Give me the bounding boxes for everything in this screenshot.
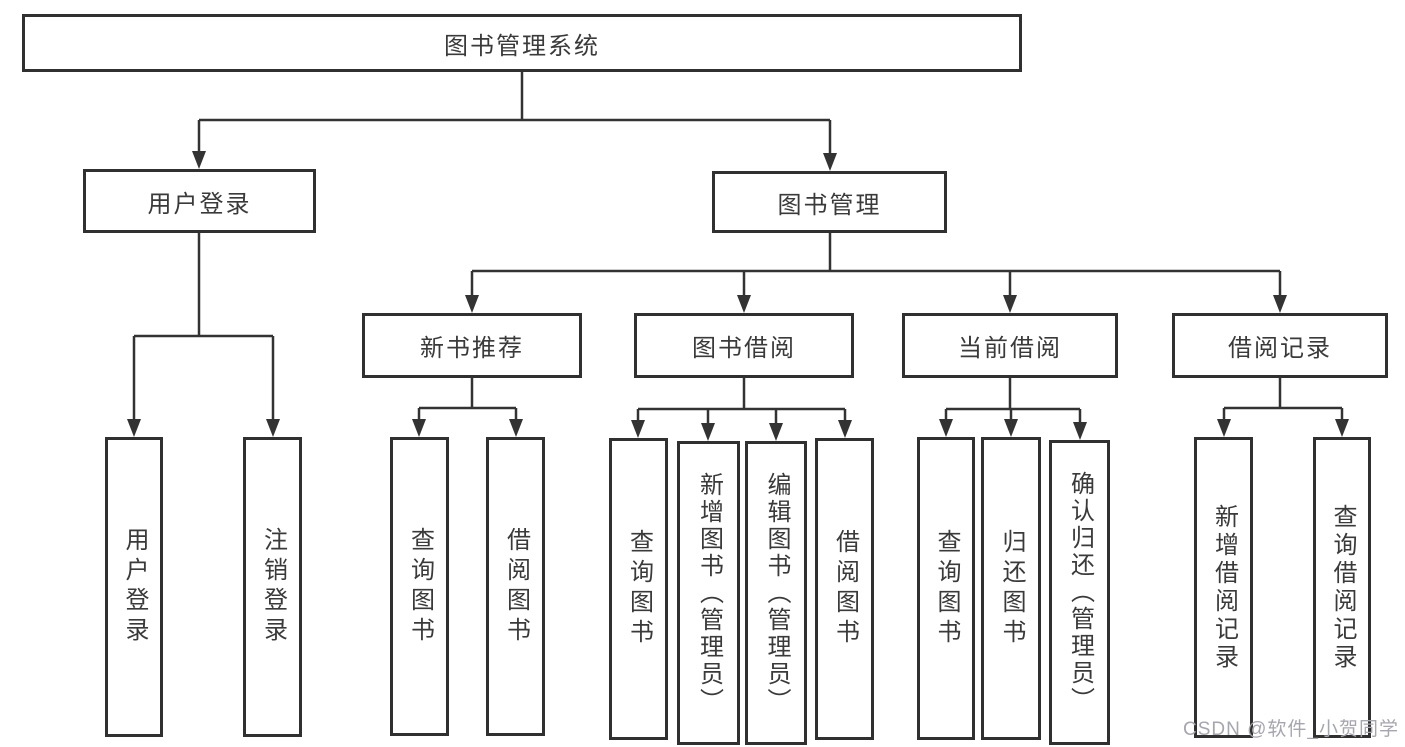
leaf-current-confirm-return-admin: 确认归还（管理员） xyxy=(1049,440,1110,745)
leaf-current-query-books: 查询图书 xyxy=(917,437,975,740)
leaf-records-add-record: 新增借阅记录 xyxy=(1194,437,1253,738)
arrow-down-icon xyxy=(1335,419,1349,437)
leaf-borrowing-borrow-books: 借阅图书 xyxy=(815,438,874,740)
leaf-current-return-books: 归还图书 xyxy=(981,437,1041,740)
leaf-borrowing-edit-books-admin: 编辑图书（管理员） xyxy=(745,441,807,745)
arrow-down-icon xyxy=(266,419,280,437)
arrow-down-icon xyxy=(509,419,523,437)
leaf-user-login: 用户登录 xyxy=(105,437,163,737)
node-book-management: 图书管理 xyxy=(712,171,947,233)
arrow-down-icon xyxy=(465,295,479,313)
node-library-management-system: 图书管理系统 xyxy=(22,14,1022,72)
arrow-down-icon xyxy=(737,295,751,313)
arrow-down-icon xyxy=(769,423,783,441)
node-borrowing-records: 借阅记录 xyxy=(1172,313,1388,378)
arrow-down-icon xyxy=(127,419,141,437)
node-new-book-recommend: 新书推荐 xyxy=(362,313,582,378)
arrowheads xyxy=(127,151,1349,441)
arrow-down-icon xyxy=(631,420,645,438)
arrow-down-icon xyxy=(192,151,206,169)
arrow-down-icon xyxy=(838,420,852,438)
node-current-borrowing: 当前借阅 xyxy=(902,313,1118,378)
leaf-borrowing-add-books-admin: 新增图书（管理员） xyxy=(677,441,740,745)
csdn-watermark: CSDN @软件_小贺同学 xyxy=(1183,719,1399,740)
arrow-down-icon xyxy=(701,423,715,441)
arrow-down-icon xyxy=(1004,419,1018,437)
arrow-down-icon xyxy=(412,419,426,437)
arrow-down-icon xyxy=(939,419,953,437)
node-user-login: 用户登录 xyxy=(83,169,316,233)
arrow-down-icon xyxy=(1273,295,1287,313)
leaf-records-query-record: 查询借阅记录 xyxy=(1313,437,1371,738)
leaf-newrec-borrow-books: 借阅图书 xyxy=(486,437,545,736)
arrow-down-icon xyxy=(1003,295,1017,313)
node-book-borrowing: 图书借阅 xyxy=(634,313,854,378)
arrow-down-icon xyxy=(1217,419,1231,437)
leaf-logout-login: 注销登录 xyxy=(243,437,302,737)
connector-path xyxy=(132,72,1344,428)
leaf-newrec-query-books: 查询图书 xyxy=(390,437,449,736)
arrow-down-icon xyxy=(1073,422,1087,440)
arrow-down-icon xyxy=(823,153,837,171)
leaf-borrowing-query-books: 查询图书 xyxy=(609,438,668,740)
